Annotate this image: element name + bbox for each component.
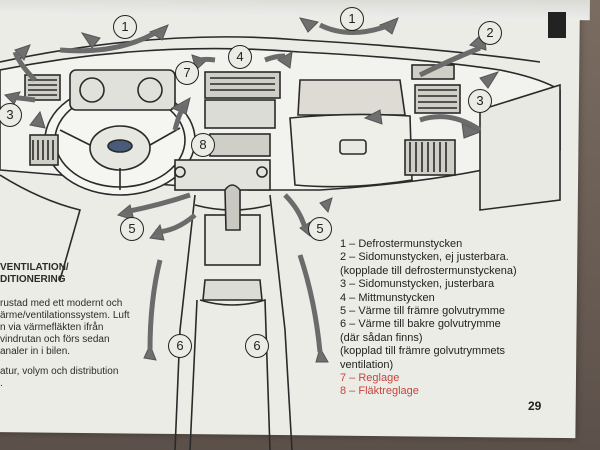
legend-item: (kopplad till främre golvutrymmets bbox=[340, 345, 506, 358]
legend-item: ventilation) bbox=[340, 358, 394, 371]
legend-item: 6 – Värme till bakre golvutrymme bbox=[340, 318, 501, 331]
callout-4: 4 bbox=[228, 45, 252, 69]
left-heading-line1: VENTILATION/ bbox=[0, 262, 69, 273]
left-line: atur, volym och distribution bbox=[0, 366, 119, 377]
legend-list: 1 – Defrostermunstycken 2 – Sidomunstyck… bbox=[340, 238, 550, 399]
callout-5-left: 5 bbox=[120, 217, 144, 241]
left-line: n via värmefläkten ifrån bbox=[0, 322, 104, 333]
left-line: analer in i bilen. bbox=[0, 346, 71, 357]
callout-1-right: 1 bbox=[340, 7, 364, 31]
legend-item: (kopplade till defrostermunstyckena) bbox=[340, 264, 517, 277]
left-line: ärme/ventilationssystem. Luft bbox=[0, 310, 130, 321]
legend-item: 2 – Sidomunstycken, ej justerbara. bbox=[340, 251, 509, 264]
callout-6-right: 6 bbox=[245, 334, 269, 358]
legend-item: (där sådan finns) bbox=[340, 331, 423, 344]
legend-item: 1 – Defrostermunstycken bbox=[340, 238, 463, 250]
legend-item-flaktreglage: 8 – Fläktreglage bbox=[340, 385, 419, 398]
left-line: rustad med ett modernt och bbox=[0, 298, 123, 309]
legend-item-reglage: 7 – Reglage bbox=[340, 372, 400, 385]
left-heading-line2: DITIONERING bbox=[0, 274, 66, 285]
callout-8: 8 bbox=[191, 133, 215, 157]
left-column-text: VENTILATION/ DITIONERING rustad med ett … bbox=[0, 262, 140, 390]
callout-3-right: 3 bbox=[468, 89, 492, 113]
callout-7: 7 bbox=[175, 61, 199, 85]
left-line: vindrutan och förs sedan bbox=[0, 334, 110, 345]
legend-item: 5 – Värme till främre golvutrymme bbox=[340, 305, 506, 318]
callout-1-left: 1 bbox=[113, 15, 137, 39]
callout-6-left: 6 bbox=[168, 334, 192, 358]
left-line: . bbox=[0, 378, 3, 389]
callout-2: 2 bbox=[478, 21, 502, 45]
legend-item: 3 – Sidomunstycken, justerbara bbox=[340, 278, 495, 291]
page-number: 29 bbox=[528, 399, 542, 413]
legend-item: 4 – Mittmunstycken bbox=[340, 291, 435, 304]
callout-5-right: 5 bbox=[308, 217, 332, 241]
callout-3-left: 3 bbox=[0, 103, 22, 127]
section-tab-marker bbox=[548, 12, 566, 38]
